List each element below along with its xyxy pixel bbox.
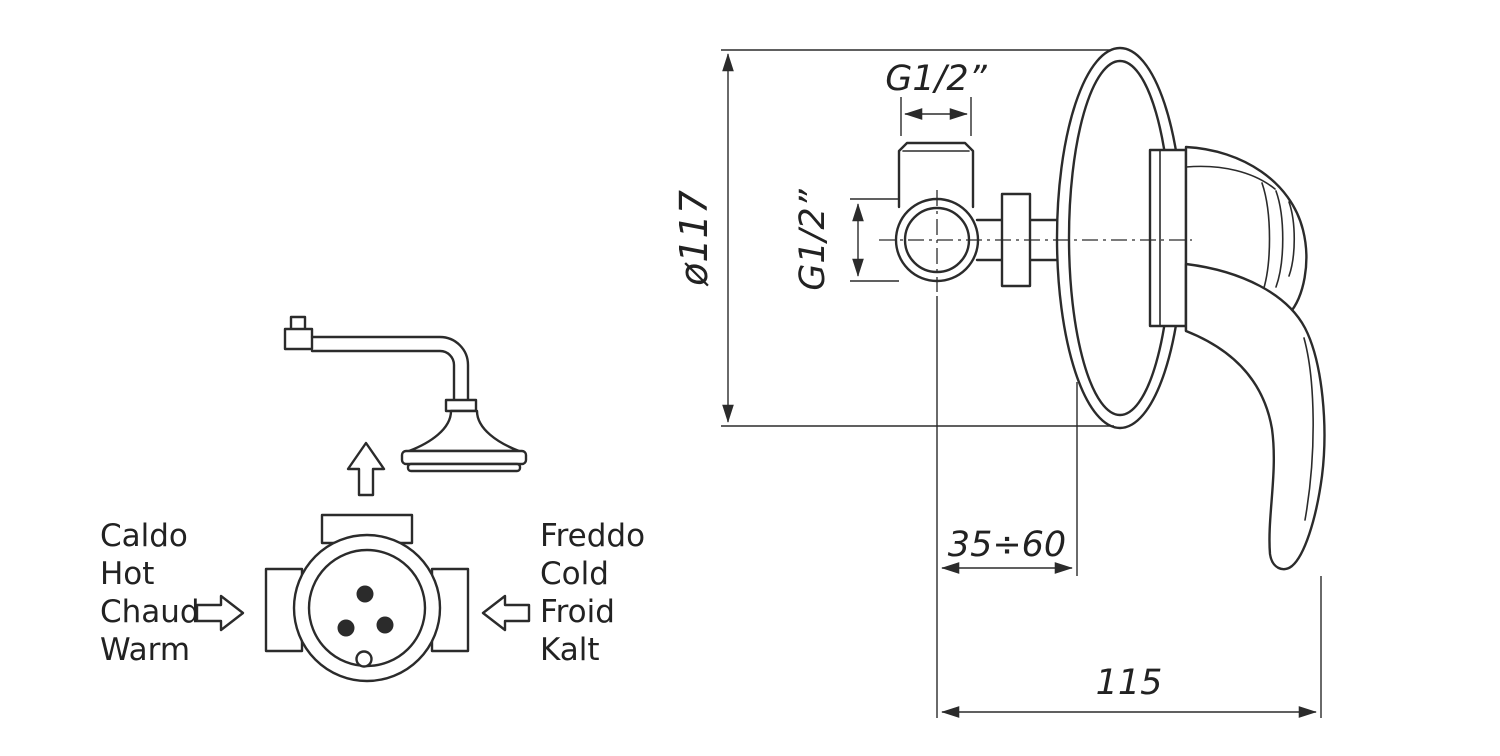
top-inlet-fitting bbox=[897, 141, 975, 209]
installation-schematic: Caldo Hot Chaud Warm Freddo Cold Froid K… bbox=[100, 315, 645, 683]
arrow-up-icon bbox=[346, 441, 386, 497]
dim-top-thread: G1/2” bbox=[885, 59, 988, 136]
shower-head-bell bbox=[407, 409, 521, 453]
shower-arm-fitting bbox=[283, 327, 314, 351]
dim-text-handle-projection: 115 bbox=[1096, 663, 1163, 703]
cold-flow-arrow-icon bbox=[481, 594, 531, 632]
cap-seam-line bbox=[1185, 165, 1276, 190]
dim-depth-range: 35÷60 bbox=[936, 296, 1078, 718]
body-collar bbox=[1148, 148, 1188, 328]
lever-handle bbox=[1184, 262, 1326, 571]
dim-text-top-thread: G1/2” bbox=[885, 59, 987, 99]
cold-label-en: Cold bbox=[540, 556, 609, 592]
shower-head-collar bbox=[444, 398, 478, 413]
hot-label-de: Warm bbox=[100, 632, 190, 668]
dim-text-side-thread: G1/2” bbox=[793, 188, 833, 290]
dim-side-thread: G1/2” bbox=[793, 188, 899, 291]
hot-label-fr: Chaud bbox=[100, 594, 200, 630]
cap-thread-line-2 bbox=[1275, 190, 1284, 288]
valve-screw-top bbox=[356, 585, 374, 603]
cap-thread-line-3 bbox=[1288, 201, 1295, 277]
cap-thread-line-1 bbox=[1261, 182, 1271, 295]
valve-screw-left bbox=[337, 619, 355, 637]
dimension-annotations: ø117 G1/2” G1/2” 35÷60 115 bbox=[672, 49, 1322, 718]
shower-head-drawing bbox=[283, 315, 528, 473]
hot-label-en: Hot bbox=[100, 556, 154, 592]
cold-label-block: Freddo Cold Froid Kalt bbox=[540, 518, 645, 668]
shower-head-rim bbox=[400, 449, 528, 466]
mixer-side-view bbox=[879, 46, 1326, 571]
shower-arm-outer bbox=[310, 335, 470, 404]
mixer-valve-front-view bbox=[264, 513, 470, 683]
hot-label-it: Caldo bbox=[100, 518, 188, 554]
valve-drain-hole bbox=[355, 650, 373, 668]
cold-label-fr: Froid bbox=[540, 594, 615, 630]
cold-label-de: Kalt bbox=[540, 632, 600, 668]
lever-handle-contour bbox=[1303, 337, 1314, 521]
valve-screw-right bbox=[376, 616, 394, 634]
dim-handle-projection: 115 bbox=[941, 576, 1322, 718]
shower-head-face bbox=[406, 462, 522, 473]
dim-text-plate-diameter: ø117 bbox=[672, 190, 716, 287]
valve-body-outer bbox=[292, 533, 442, 683]
cold-label-it: Freddo bbox=[540, 518, 645, 554]
hot-flow-arrow-icon bbox=[195, 594, 245, 632]
hot-label-block: Caldo Hot Chaud Warm bbox=[100, 518, 200, 668]
dim-text-depth-range: 35÷60 bbox=[948, 525, 1066, 565]
dim-plate-diameter: ø117 bbox=[672, 49, 1114, 427]
shower-arm-inner bbox=[310, 349, 456, 404]
